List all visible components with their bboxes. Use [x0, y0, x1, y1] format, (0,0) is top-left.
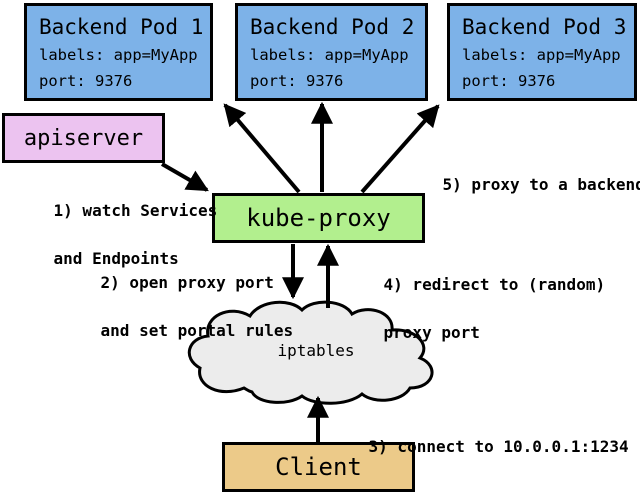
apiserver-label: apiserver [23, 125, 144, 151]
backend-pod-1-labels: labels: app=MyApp [39, 46, 198, 64]
apiserver-node: apiserver [2, 113, 165, 163]
cloud-path [187, 300, 434, 405]
arrow-step-5-kubeproxy-to-pod1 [223, 103, 301, 194]
step-4-line-1: 4) redirect to (random) [383, 275, 606, 294]
backend-pod-1-title: Backend Pod 1 [39, 15, 204, 39]
backend-pod-2-title: Backend Pod 2 [250, 15, 415, 39]
step-4-line-2: proxy port [383, 323, 480, 342]
backend-pod-1-port: port: 9376 [39, 72, 133, 90]
backend-pod-3-node: Backend Pod 3 labels: app=MyApp port: 93… [447, 3, 637, 101]
backend-pod-2-node: Backend Pod 2 labels: app=MyApp port: 93… [235, 3, 428, 101]
backend-pod-3-labels: labels: app=MyApp [462, 46, 621, 64]
step-1-line-2: and Endpoints [53, 249, 179, 268]
step-2-line-1: 2) open proxy port [100, 273, 274, 292]
iptables-label: iptables [277, 341, 355, 360]
iptables-cloud-shape [187, 300, 434, 405]
step-3-label: 3) connect to 10.0.0.1:1234 [330, 411, 629, 483]
backend-pod-1-node: Backend Pod 1 labels: app=MyApp port: 93… [24, 3, 213, 101]
step-5-line-1: 5) proxy to a backend [442, 175, 640, 194]
client-label: Client [275, 453, 362, 481]
step-2-line-2: and set portal rules [100, 321, 294, 340]
kube-proxy-node: kube-proxy [212, 193, 425, 243]
backend-pod-2-labels: labels: app=MyApp [250, 46, 409, 64]
step-3-line-1: 3) connect to 10.0.0.1:1234 [368, 437, 629, 456]
kube-proxy-label: kube-proxy [246, 204, 391, 232]
step-2-label: 2) open proxy port and set portal rules [62, 247, 294, 367]
backend-pod-3-title: Backend Pod 3 [462, 15, 627, 39]
backend-pod-3-port: port: 9376 [462, 72, 556, 90]
client-node: Client [222, 442, 415, 492]
step-5-label: 5) proxy to a backend [404, 149, 640, 221]
step-1-label: 1) watch Services and Endpoints [15, 175, 218, 295]
backend-pod-2-port: port: 9376 [250, 72, 344, 90]
step-4-label: 4) redirect to (random) proxy port [345, 249, 606, 369]
step-1-line-1: 1) watch Services [53, 201, 218, 220]
